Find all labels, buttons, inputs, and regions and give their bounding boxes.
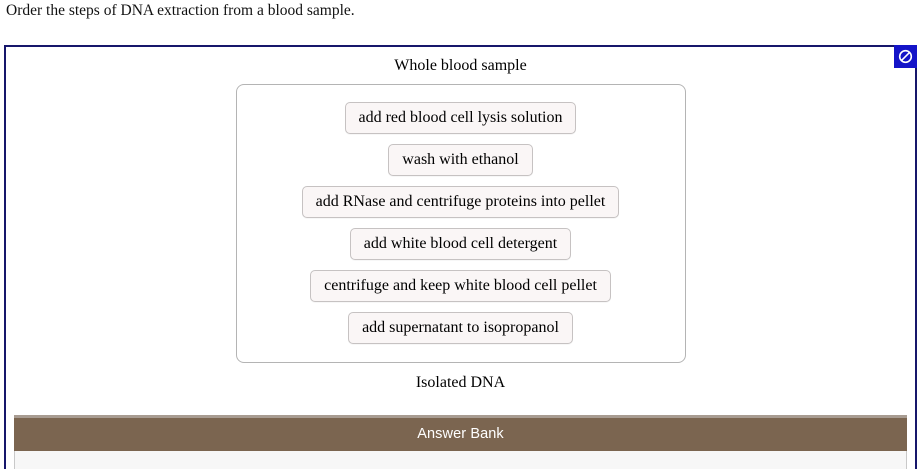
prohibited-icon[interactable] (894, 45, 917, 68)
answer-bank-body[interactable] (14, 451, 907, 469)
ordering-area: Whole blood sample add red blood cell ly… (6, 47, 915, 394)
sequence-end-label: Isolated DNA (415, 374, 506, 391)
question-stem: Order the steps of DNA extraction from a… (6, 2, 355, 19)
step-chip[interactable]: add supernatant to isopropanol (348, 312, 573, 344)
step-drop-zone[interactable]: add red blood cell lysis solution wash w… (235, 84, 686, 363)
step-chip[interactable]: centrifuge and keep white blood cell pel… (310, 270, 611, 302)
exercise-container: Whole blood sample add red blood cell ly… (4, 45, 917, 469)
answer-bank: Answer Bank (14, 415, 907, 469)
step-list: add red blood cell lysis solution wash w… (237, 97, 685, 349)
step-chip[interactable]: add red blood cell lysis solution (344, 102, 577, 134)
answer-bank-title: Answer Bank (14, 415, 907, 451)
sequence-start-label: Whole blood sample (394, 57, 527, 74)
step-chip[interactable]: wash with ethanol (388, 144, 533, 176)
step-chip[interactable]: add RNase and centrifuge proteins into p… (301, 186, 620, 218)
step-chip[interactable]: add white blood cell detergent (349, 228, 572, 260)
